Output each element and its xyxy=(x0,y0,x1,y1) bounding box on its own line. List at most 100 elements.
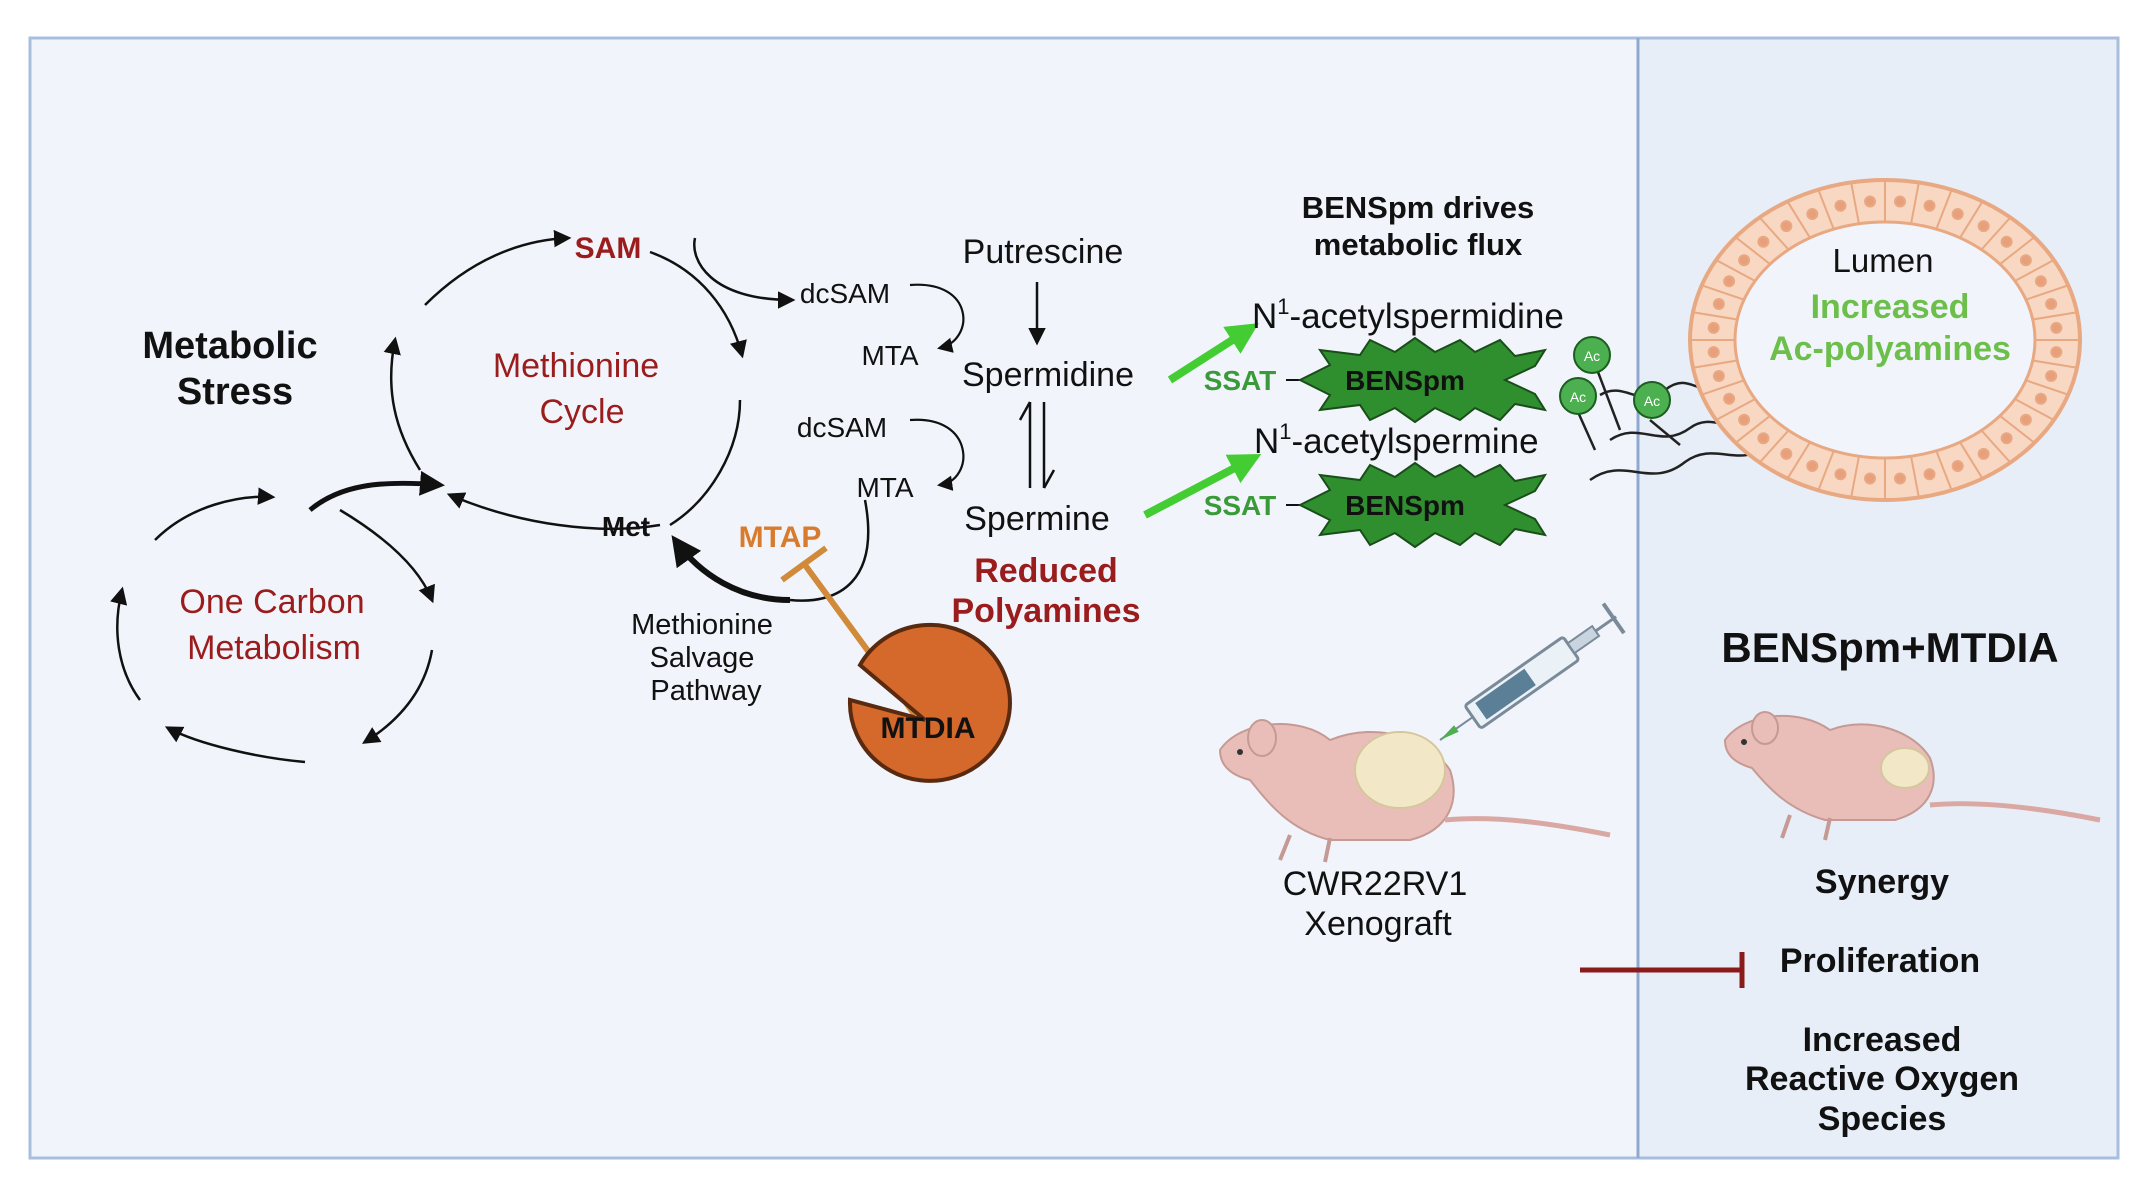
salvage-to-met-arrow xyxy=(671,535,791,603)
mta-bottom-label: MTA xyxy=(856,472,913,503)
lumen-cell-nucleus xyxy=(1864,195,1877,208)
dcsam-top-label: dcSAM xyxy=(800,278,890,309)
lumen-cell-border xyxy=(2032,359,2078,369)
mtdia-label: MTDIA xyxy=(881,712,976,745)
ssat-bottom-label: SSAT xyxy=(1204,490,1277,521)
ac-circle-3 xyxy=(1633,381,1671,419)
lumen-cell-border xyxy=(1692,311,1738,321)
lumen-cell-nucleus xyxy=(1723,392,1736,405)
lumen-cell-nucleus xyxy=(1806,208,1819,221)
reduced-polyamines-label-2: Polyamines xyxy=(952,592,1141,630)
lumen-cell-nucleus xyxy=(2034,392,2047,405)
lumen-cell-border xyxy=(1980,216,2012,251)
salvage-label-2: Salvage xyxy=(650,642,755,674)
equilibrium-arrows xyxy=(1018,401,1056,489)
flux-title: BENSpm drives xyxy=(1302,190,1535,225)
lumen-cell-nucleus xyxy=(1738,413,1751,426)
increased-ac-label: Increased xyxy=(1811,288,1970,326)
reduced-polyamines-label: Reduced xyxy=(974,552,1118,590)
lumen-cell-nucleus xyxy=(1951,208,1964,221)
benspm-star-bottom xyxy=(1297,461,1548,549)
mta-top-label: MTA xyxy=(861,340,918,371)
ssat-top-label: SSAT xyxy=(1204,365,1277,396)
salvage-label: Methionine xyxy=(631,609,773,641)
lumen-cell-border xyxy=(1701,379,1745,396)
lumen-cell-nucleus xyxy=(1707,321,1720,334)
lumen-cell-nucleus xyxy=(1757,432,1770,445)
ac-label-1: Ac xyxy=(1584,348,1600,364)
sam-label: SAM xyxy=(575,232,642,265)
benspm-bottom-label: BENSpm xyxy=(1345,490,1465,521)
lumen-cell-border xyxy=(1735,415,1771,444)
xenograft-label-2: Xenograft xyxy=(1304,905,1452,943)
lumen-cell-border xyxy=(2025,284,2069,301)
lumen-cell-nucleus xyxy=(1864,472,1877,485)
mouse-icon-1 xyxy=(1218,719,1611,863)
lumen-cell-nucleus xyxy=(2019,254,2032,267)
mta-to-met-curve xyxy=(789,499,870,602)
spermidine-label: Spermidine xyxy=(962,356,1134,394)
lumen-cell-border xyxy=(2032,311,2078,321)
ac-label-2: Ac xyxy=(1570,389,1586,405)
flux-title-2: metabolic flux xyxy=(1314,227,1523,262)
benspm-star-top xyxy=(1297,336,1548,424)
ros-label-2: Reactive Oxygen xyxy=(1745,1060,2019,1098)
lumen-cell-border xyxy=(1758,216,1790,251)
lumen-cell-border xyxy=(1715,398,1756,421)
acetylspermine-label: N1-acetylspermine xyxy=(1254,419,1539,461)
methionine-cycle-label-2: Cycle xyxy=(539,393,624,431)
methionine-cycle-label: Methionine xyxy=(493,347,659,385)
lumen-cell-nucleus xyxy=(2000,235,2013,248)
lumen-cell-nucleus xyxy=(1757,235,1770,248)
lumen-cell-border xyxy=(1701,284,1745,301)
lumen-cell-nucleus xyxy=(1951,459,1964,472)
mtap-label: MTAP xyxy=(739,521,822,554)
ac-circle-1 xyxy=(1573,336,1611,374)
lumen-cell-border xyxy=(1817,450,1835,491)
dcsam-bottom-label: dcSAM xyxy=(797,412,887,443)
lumen-cell-nucleus xyxy=(1707,346,1720,359)
lumen-cell-border xyxy=(1959,441,1984,480)
lumen-ring xyxy=(1688,178,2082,502)
lumen-cell-nucleus xyxy=(1923,468,1936,481)
lumen-cell-border xyxy=(2025,379,2069,396)
mtap-inhibition-bar xyxy=(780,545,828,583)
lumen-cell-nucleus xyxy=(1977,220,1990,233)
lumen-label: Lumen xyxy=(1833,242,1934,279)
lumen-cell-border xyxy=(1935,450,1953,491)
lumen-cell-border xyxy=(2014,398,2055,421)
syringe-icon xyxy=(1439,602,1626,741)
dcsam-mta-top-curve xyxy=(909,283,965,353)
lumen-cell-nucleus xyxy=(1806,459,1819,472)
lumen-cell-nucleus xyxy=(2050,321,2063,334)
lumen-cell-border xyxy=(1850,182,1860,224)
lumen-cell-nucleus xyxy=(2000,432,2013,445)
lumen-cell-border xyxy=(1692,359,1738,369)
xenograft-label: CWR22RV1 xyxy=(1283,865,1468,903)
lumen-cell-border xyxy=(1735,236,1771,265)
green-arrow-top xyxy=(1167,323,1259,384)
lumen-cell-border xyxy=(1786,200,1811,239)
lumen-cell-nucleus xyxy=(1923,199,1936,212)
lumen-cell-nucleus xyxy=(2045,369,2058,382)
metabolic-stress-label-2: Stress xyxy=(177,371,293,413)
lumen-cell-border xyxy=(1786,441,1811,480)
lumen-cell-nucleus xyxy=(1712,369,1725,382)
green-arrow-bottom xyxy=(1143,454,1262,519)
ac-circle-2 xyxy=(1559,377,1597,415)
lumen-cell-nucleus xyxy=(2034,275,2047,288)
lumen-cell-border xyxy=(1999,236,2035,265)
lumen-cell-nucleus xyxy=(1834,199,1847,212)
one-carbon-to-met-arrow xyxy=(308,470,445,512)
increased-ac-label-2: Ac-polyamines xyxy=(1769,330,2011,368)
methionine-cycle-arrows xyxy=(383,229,796,530)
synergy-label: Synergy xyxy=(1815,863,1949,901)
lumen-cell-border xyxy=(1715,259,1756,282)
lumen-cell-border xyxy=(2014,259,2055,282)
lumen-cell-nucleus xyxy=(1893,195,1906,208)
lumen-cell-nucleus xyxy=(1780,447,1793,460)
lumen-cell-border xyxy=(1910,456,1920,498)
lumen-cell-nucleus xyxy=(1723,275,1736,288)
lumen-cell-nucleus xyxy=(1977,447,1990,460)
